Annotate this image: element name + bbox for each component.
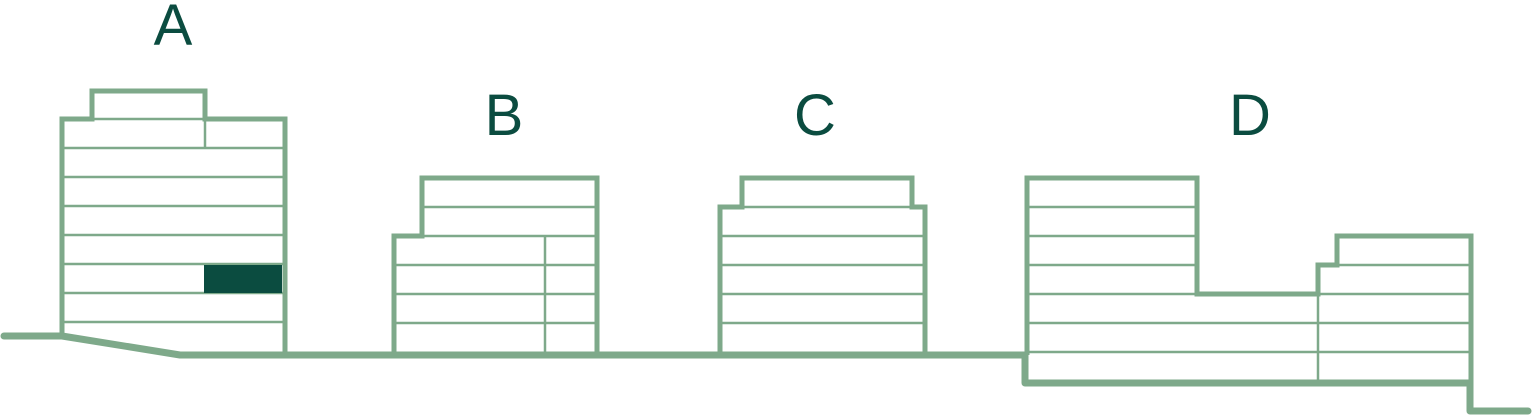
building-d-floor-lines [1027, 205, 1471, 383]
building-c-label: C [794, 83, 836, 148]
building-b [391, 175, 600, 355]
ground-profile [0, 332, 1532, 415]
building-a-floor-lines [62, 117, 285, 324]
building-c [717, 175, 928, 355]
building-b-floor-lines [394, 205, 597, 355]
building-c-floor-lines [720, 205, 925, 325]
building-a [59, 88, 288, 355]
building-c-outline [717, 175, 928, 355]
building-d-label: D [1229, 83, 1271, 148]
building-a-label: A [154, 0, 193, 58]
building-b-outline [391, 175, 600, 355]
ground-line [0, 332, 1532, 415]
building-a-highlighted-unit [204, 265, 282, 293]
building-b-label: B [485, 83, 524, 148]
building-d [1024, 175, 1474, 383]
building-a-outline [59, 88, 288, 355]
building-d-outline [1024, 175, 1474, 383]
